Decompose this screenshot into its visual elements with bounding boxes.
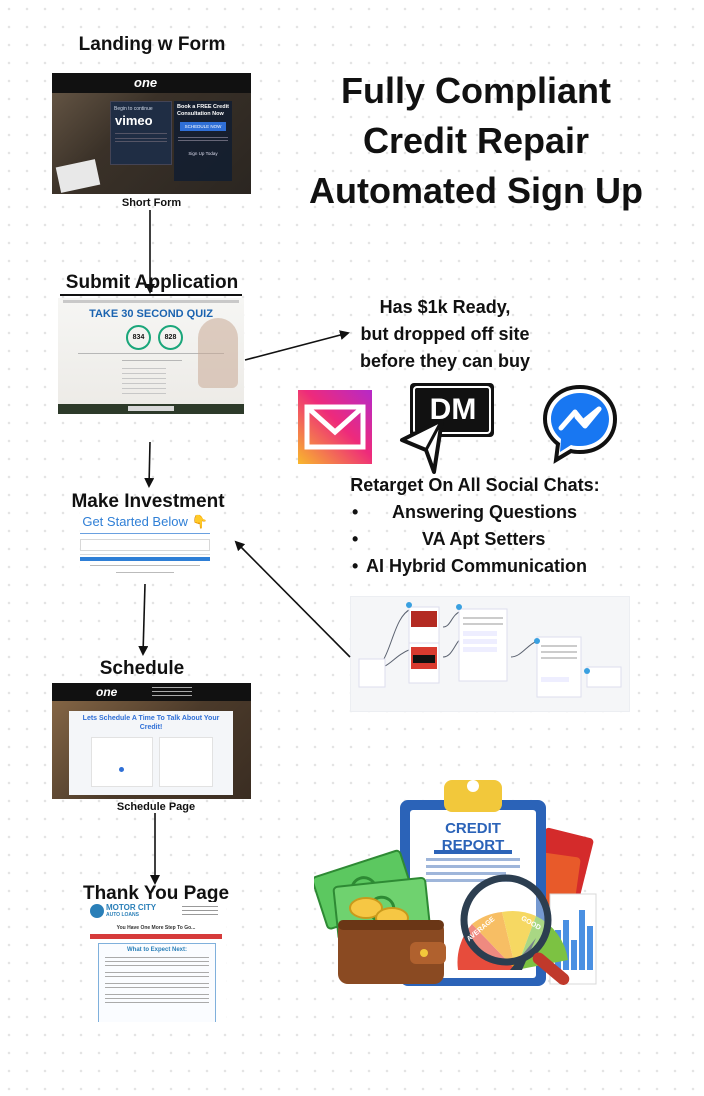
arrow-workflow-to-invest: [236, 542, 350, 657]
arrow-invest-to-schedule: [143, 584, 145, 654]
arrow-submit-to-invest: [149, 442, 150, 486]
arrow-submit-to-retarget: [245, 333, 348, 360]
